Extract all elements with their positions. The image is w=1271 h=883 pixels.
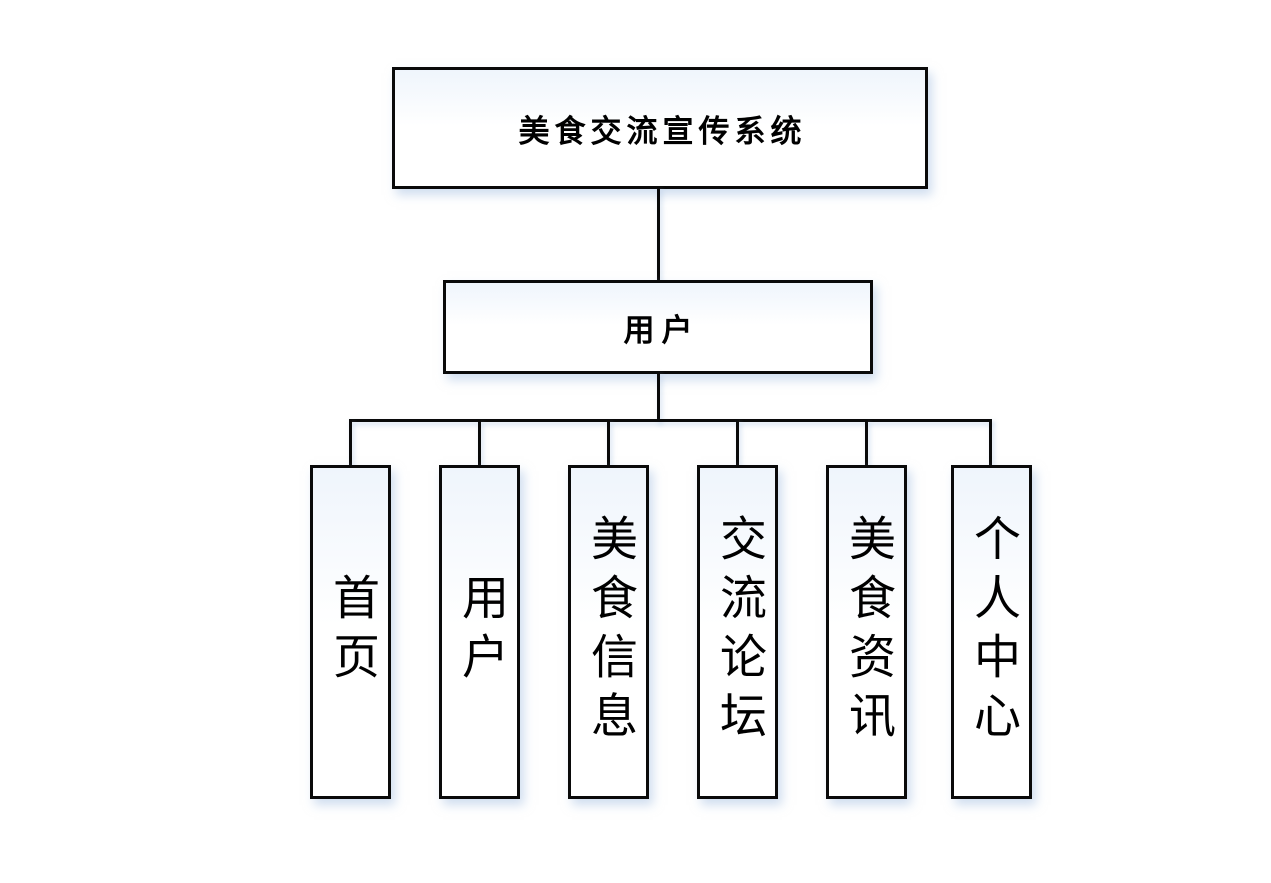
connector-stub-module-6 bbox=[989, 420, 992, 466]
module-label: 美食信息 bbox=[583, 514, 635, 750]
module-label: 交流论坛 bbox=[712, 514, 764, 750]
root-node-label: 美食交流宣传系统 bbox=[518, 113, 807, 149]
module-label: 美食资讯 bbox=[841, 514, 893, 750]
diagram-node-root: 美食交流宣传系统 bbox=[392, 67, 928, 189]
connector-stub-module-2 bbox=[478, 420, 481, 466]
diagram-node-module-food-news: 美食资讯 bbox=[826, 465, 907, 799]
diagram-node-module-home: 首页 bbox=[310, 465, 391, 799]
diagram-node-module-personal-center: 个人中心 bbox=[951, 465, 1032, 799]
diagram-node-module-user: 用户 bbox=[439, 465, 520, 799]
connector-bus-line bbox=[349, 419, 992, 422]
actor-node-label: 用户 bbox=[623, 312, 700, 348]
diagram-node-actor: 用户 bbox=[443, 280, 873, 374]
module-label: 个人中心 bbox=[966, 514, 1018, 750]
diagram-node-module-food-info: 美食信息 bbox=[568, 465, 649, 799]
connector-stub-module-4 bbox=[736, 420, 739, 466]
connector-actor-to-bus bbox=[657, 372, 660, 422]
connector-stub-module-1 bbox=[349, 420, 352, 466]
connector-stub-module-3 bbox=[607, 420, 610, 466]
module-label: 首页 bbox=[325, 573, 377, 691]
connector-stub-module-5 bbox=[865, 420, 868, 466]
module-label: 用户 bbox=[454, 573, 506, 691]
connector-root-to-actor bbox=[657, 187, 660, 281]
diagram-node-module-forum: 交流论坛 bbox=[697, 465, 778, 799]
